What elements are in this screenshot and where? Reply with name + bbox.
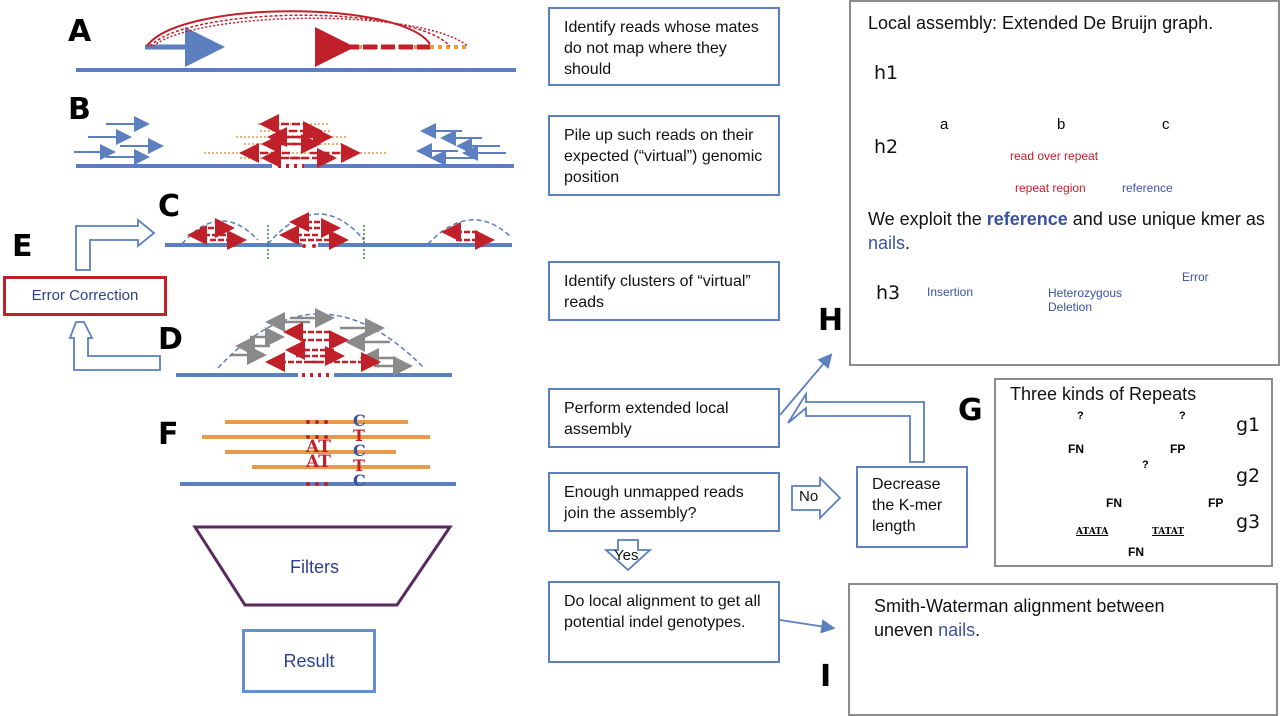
panel-a-graphic: [76, 10, 516, 72]
g1-question-2: ?: [1179, 410, 1186, 422]
panel-g-box: [994, 378, 1273, 567]
flow-connectors: [603, 353, 925, 634]
h-statement: We exploit the reference and use unique …: [868, 207, 1268, 255]
filters-label: Filters: [290, 557, 339, 577]
panel-i-box: [848, 583, 1278, 716]
h3-deletion-line: Deletion: [1048, 300, 1093, 314]
error-correction-box[interactable]: Error Correction: [3, 276, 167, 316]
h2-label: h2: [874, 136, 899, 158]
i-title: Smith-Waterman alignment between uneven n…: [874, 594, 1164, 642]
h1-case-a: a: [940, 116, 949, 133]
h3-error-label: Error: [1182, 270, 1209, 284]
panel-letter-d: D: [158, 322, 183, 357]
decision-yes-label: Yes: [614, 547, 639, 564]
h-statement-text: We exploit the: [868, 209, 987, 229]
f-base-at-1: AT: [306, 437, 331, 457]
f-snp-column: C T C T C: [353, 411, 366, 490]
f-base: C: [353, 471, 366, 490]
h1-case-c: c: [1162, 116, 1170, 133]
i-title-nails: nails: [938, 620, 976, 640]
g3-label: g3: [1236, 511, 1261, 533]
h2-reference-label: reference: [1122, 181, 1173, 195]
f-base: T: [353, 426, 365, 445]
f-base: T: [353, 456, 365, 475]
i-title-line: Smith-Waterman alignment between: [874, 596, 1165, 616]
h-statement-nails: nails: [868, 233, 906, 253]
g3-fn: FN: [1128, 545, 1144, 559]
panel-letter-f: F: [158, 417, 179, 452]
step-pile-up[interactable]: Pile up such reads on their expected (“v…: [548, 115, 780, 196]
h-statement-text: .: [905, 233, 911, 253]
step-decrease-kmer[interactable]: Decrease the K-mer length: [856, 466, 968, 548]
panel-d-graphic: [176, 308, 452, 377]
f-base: C: [353, 441, 366, 460]
g3-seq-left: ATATA: [1076, 527, 1109, 537]
panel-f-graphic: [180, 420, 456, 486]
step-local-assembly[interactable]: Perform extended local assembly: [548, 388, 780, 448]
panel-letter-g: G: [958, 393, 983, 428]
g1-fn: FN: [1068, 442, 1084, 456]
h-title: Local assembly: Extended De Bruijn graph…: [868, 13, 1214, 33]
h2-repeat-label: repeat region: [1015, 181, 1086, 195]
f-base-at-2: AT: [306, 452, 331, 472]
step-enough-reads[interactable]: Enough unmapped reads join the assembly?: [548, 472, 780, 532]
g2-label: g2: [1236, 465, 1261, 487]
h3-label: h3: [876, 282, 901, 304]
h3-insertion-label: Insertion: [927, 285, 974, 299]
h3-deletion-line: Heterozygous: [1048, 286, 1123, 300]
result-box[interactable]: Result: [242, 629, 376, 693]
g1-label: g1: [1236, 414, 1261, 436]
f-inserted-bases: AT AT: [306, 437, 331, 472]
g2-question: ?: [1142, 459, 1149, 471]
panel-c-graphic: [165, 212, 512, 260]
h1-case-b: b: [1057, 116, 1066, 133]
panel-letter-a: A: [68, 14, 92, 49]
panel-letter-h: H: [818, 303, 844, 338]
g3-seq-right: TATAT: [1152, 527, 1185, 537]
h-statement-text: and use unique kmer as: [1067, 209, 1265, 229]
filters-funnel: [192, 525, 453, 607]
g2-fn: FN: [1106, 496, 1122, 510]
panel-letter-e: E: [12, 229, 33, 264]
decision-no-label: No: [799, 488, 819, 505]
step-identify-clusters[interactable]: Identify clusters of “virtual” reads: [548, 261, 780, 321]
panel-letter-i: I: [820, 659, 832, 694]
f-base: C: [353, 411, 366, 430]
g1-question: ?: [1077, 410, 1084, 422]
panel-b-graphic: [74, 114, 514, 168]
step-local-alignment[interactable]: Do local alignment to get all potential …: [548, 581, 780, 663]
step-identify-reads[interactable]: Identify reads whose mates do not map wh…: [548, 7, 780, 86]
h1-label: h1: [874, 62, 899, 84]
g1-fp: FP: [1170, 442, 1186, 456]
panel-h-box: [849, 0, 1280, 366]
g-title: Three kinds of Repeats: [1010, 384, 1197, 404]
error-correction-loop-arrows: [68, 218, 161, 371]
panel-letter-b: B: [68, 92, 91, 127]
h-statement-reference: reference: [986, 209, 1068, 229]
g2-fp: FP: [1208, 496, 1224, 510]
i-title-text: uneven: [874, 620, 939, 640]
panel-letter-c: C: [158, 189, 181, 224]
h2-read-label: read over repeat: [1010, 149, 1099, 163]
i-title-text: .: [975, 620, 981, 640]
